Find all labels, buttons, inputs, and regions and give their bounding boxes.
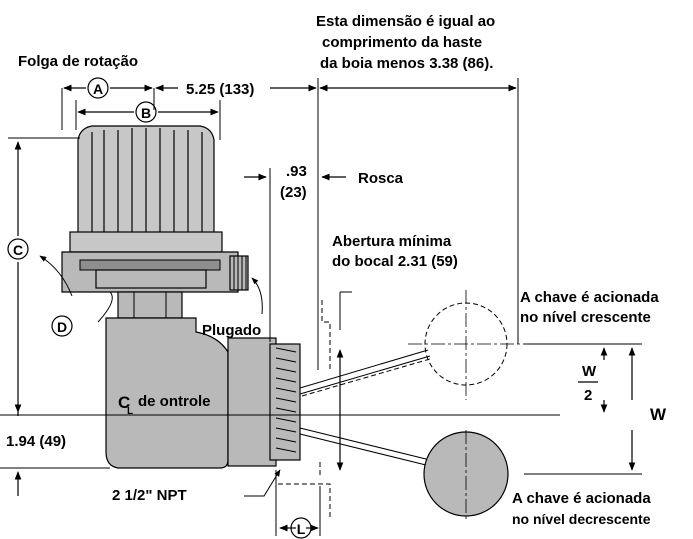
callout-l: L [290,517,312,539]
svg-text:2: 2 [584,387,592,404]
label-rising-1: A chave é acionada [520,289,659,306]
callout-b: B [135,101,157,123]
switch-cap [61,125,249,319]
label-folga-de-rotacao: Folga de rotação [18,53,138,70]
label-rosca: Rosca [358,170,404,187]
svg-text:L: L [297,521,306,537]
dim-1-94: 1.94 (49) [6,433,66,450]
svg-text:W: W [582,363,597,380]
callout-d: D [51,315,73,337]
svg-text:de ontrole: de ontrole [138,393,211,410]
note-line-2: comprimento da haste [322,34,482,51]
svg-text:A: A [93,81,103,97]
note-line-3: da boia menos 3.38 (86). [320,55,493,72]
label-plugado: Plugado [202,322,261,339]
dim-5-25: 5.25 (133) [186,81,254,98]
svg-text:C: C [118,393,130,412]
label-abertura-2: do bocal 2.31 (59) [332,253,458,270]
float-rod-rising [299,302,508,397]
dim-w: W [650,405,667,424]
svg-text:C: C [13,242,23,258]
dim-0-93: .93 [286,163,307,180]
svg-text:L: L [127,406,133,417]
label-falling-2: no nível decrescente [512,511,651,527]
switch-body [105,317,301,469]
note-line-1: Esta dimensão é igual ao [316,13,495,30]
cap-fins [91,128,203,232]
label-abertura-1: Abertura mínima [332,233,452,250]
npt-thread [275,347,297,453]
label-npt: 2 1/2" NPT [112,487,187,504]
dim-w-half: W 2 [582,363,597,404]
callout-a: A [87,77,109,99]
svg-text:D: D [57,319,67,335]
plug-fitting [229,255,249,291]
svg-text:B: B [141,105,151,121]
callout-c: C [7,238,29,260]
label-control-centerline: C L de ontrole [118,393,211,417]
float-rod-falling [299,427,509,517]
label-rising-2: no nível crescente [520,309,651,326]
label-falling-1: A chave é acionada [512,490,651,507]
dim-0-93-mm: (23) [280,184,307,201]
